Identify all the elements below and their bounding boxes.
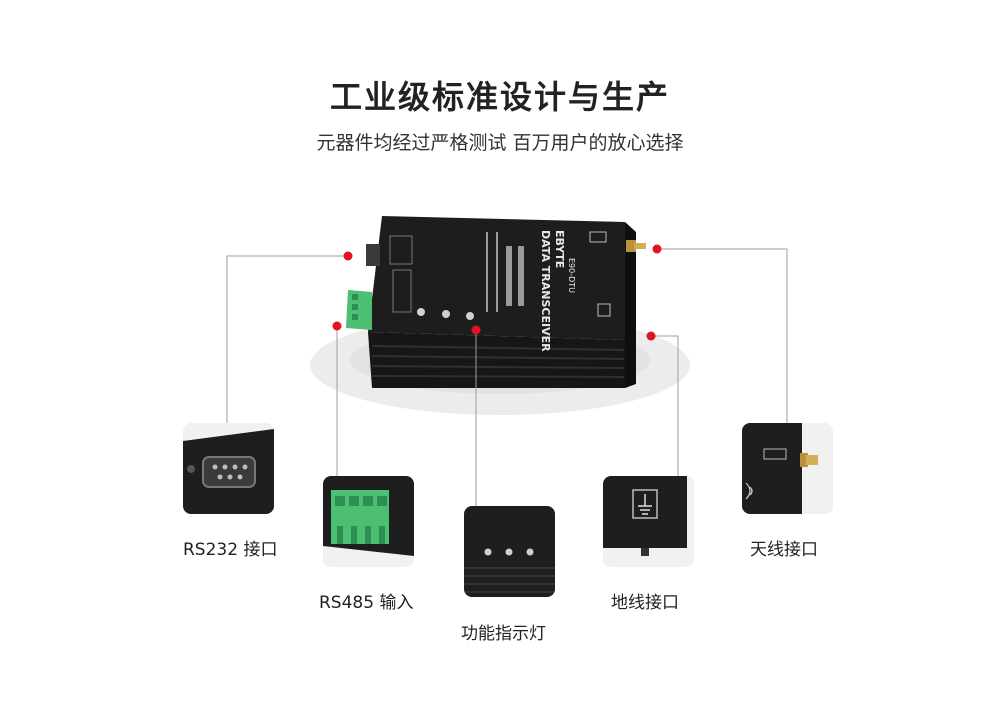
device: EBYTE DATA TRANSCEIVER E90-DTU [346, 216, 646, 388]
device-brand-text: EBYTE [553, 230, 566, 268]
callout-markers [332, 244, 662, 341]
marker-rs485 [332, 321, 342, 331]
leds-thumbnail [464, 506, 555, 597]
rs485-thumbnail [323, 476, 414, 567]
device-leds [417, 308, 474, 320]
rs232-thumbnail [183, 423, 274, 514]
terminal-block [346, 290, 372, 330]
mode-led [466, 312, 474, 320]
device-product-text: DATA TRANSCEIVER [539, 230, 552, 352]
page-subtitle: 元器件均经过严格测试 百万用户的放心选择 [316, 132, 684, 154]
antenna-label: 天线接口 [750, 540, 818, 560]
txd-rxd-led [442, 310, 450, 318]
ground-label: 地线接口 [611, 593, 679, 613]
marker-leds [471, 325, 481, 335]
callout-line-rs232 [226, 255, 347, 425]
antenna-connector [626, 240, 646, 252]
callout-lines [226, 248, 788, 507]
callout-line-ground [651, 335, 679, 477]
page-title: 工业级标准设计与生产 [329, 78, 670, 116]
marker-rs232 [343, 251, 353, 261]
ground-thumbnail [603, 476, 694, 567]
marker-ground [646, 331, 656, 341]
rs485-label: RS485 输入 [319, 593, 414, 613]
device-model-text: E90-DTU [567, 258, 576, 293]
marker-antenna [652, 244, 662, 254]
pwr-led [417, 308, 425, 316]
device-heatsink [368, 332, 625, 388]
leds-label: 功能指示灯 [461, 624, 546, 644]
rs232-label: RS232 接口 [183, 540, 278, 560]
antenna-thumbnail [742, 423, 833, 514]
callout-line-antenna [658, 248, 788, 425]
